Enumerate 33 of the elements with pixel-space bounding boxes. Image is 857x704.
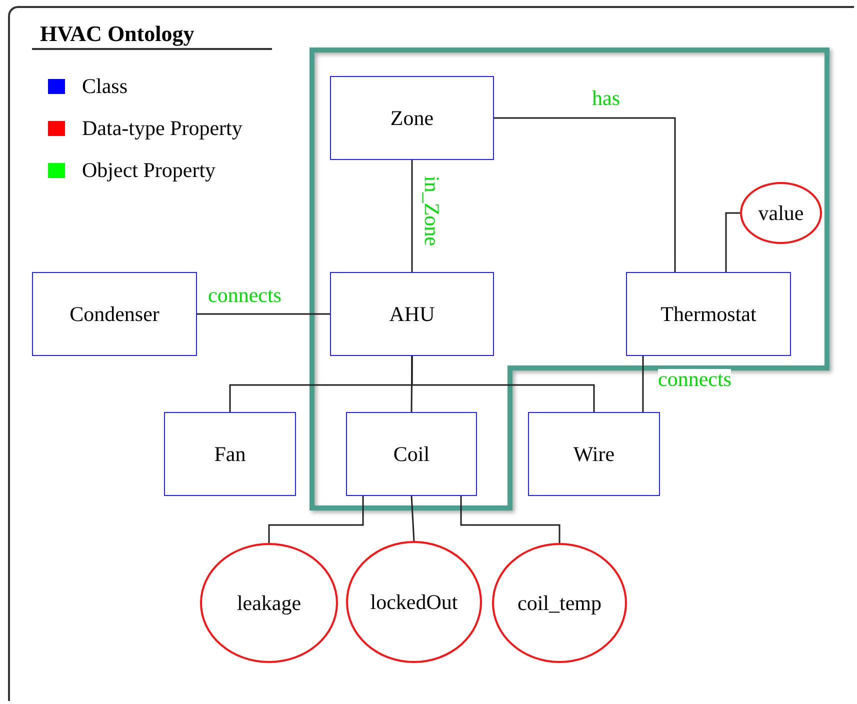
node-label: Fan (214, 442, 246, 466)
connector-line (268, 496, 364, 543)
class-box (626, 272, 791, 356)
connector-line (411, 160, 413, 272)
diagram-title: HVAC Ontology (32, 20, 272, 50)
connector-line (411, 356, 595, 412)
connector-line (725, 212, 740, 272)
class-box (164, 412, 296, 496)
node-label: Zone (390, 106, 434, 130)
node-label: leakage (236, 590, 302, 616)
connector-line (460, 496, 560, 543)
legend-label: Data-type Property (82, 118, 242, 139)
legend-label: Object Property (82, 160, 216, 181)
node-label: lockedOut (370, 590, 458, 614)
node-label: value (758, 200, 804, 226)
node-label: AHU (389, 302, 435, 326)
connector-line (410, 496, 415, 542)
connector-line (642, 356, 644, 412)
class-box (528, 412, 660, 496)
node-label: Wire (573, 442, 615, 466)
class-box (32, 272, 197, 356)
node-label: coil_temp (518, 590, 602, 616)
class-box (346, 412, 477, 496)
class-box (330, 76, 494, 160)
connector-line (197, 313, 330, 315)
node-label: Thermostat (660, 302, 756, 326)
connector-line (410, 356, 413, 412)
node-label: Coil (393, 442, 430, 466)
class-box (330, 272, 494, 356)
connector-line (494, 117, 676, 272)
edge-label: in_Zone (421, 176, 442, 246)
node-label: Condenser (70, 302, 160, 326)
legend-label: Class (82, 76, 128, 97)
